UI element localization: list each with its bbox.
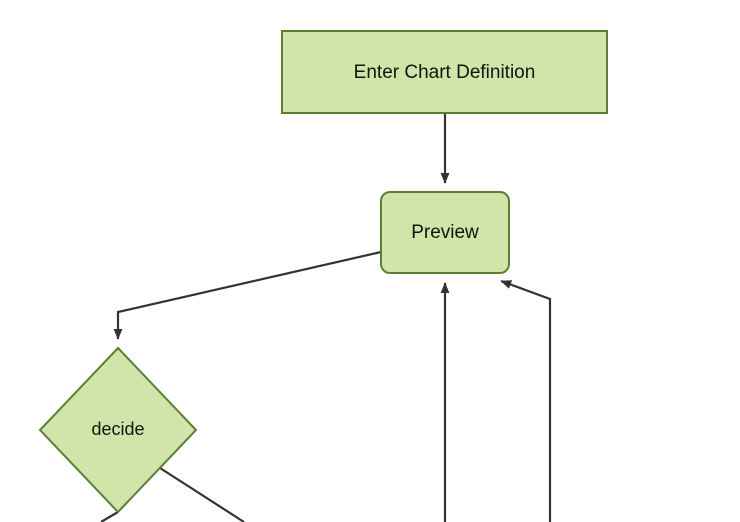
edge-decide-right-out xyxy=(159,467,245,522)
node-preview[interactable]: Preview xyxy=(380,191,510,274)
preview-label: Preview xyxy=(411,222,479,243)
preview-shape[interactable] xyxy=(380,191,510,274)
edge-decide-bottom-out xyxy=(100,511,119,522)
enter-chart-definition-label: Enter Chart Definition xyxy=(354,62,536,83)
edge-preview-to-decide xyxy=(113,250,382,340)
decide-label: decide xyxy=(91,419,144,439)
node-decide[interactable]: decide xyxy=(38,346,198,514)
enter-chart-definition-shape[interactable] xyxy=(281,30,608,114)
edge-bottom-right-to-preview xyxy=(500,279,552,522)
decide-shape[interactable] xyxy=(38,346,198,514)
node-enter-chart-definition[interactable]: Enter Chart Definition xyxy=(281,30,608,114)
edges-group xyxy=(100,113,552,522)
